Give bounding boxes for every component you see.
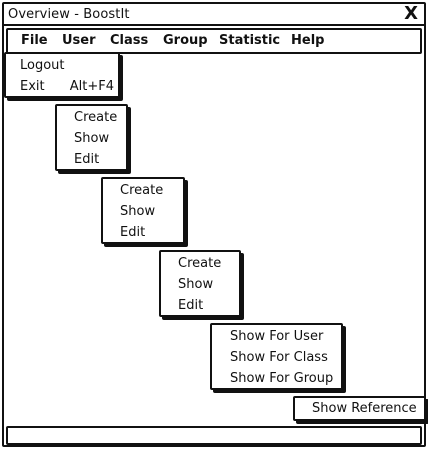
menu-user[interactable]: User — [62, 33, 96, 48]
group-show-label: Show — [178, 277, 214, 292]
close-icon[interactable]: X — [404, 3, 418, 24]
menu-bar: File User Class Group Statistic Help — [6, 28, 422, 54]
class-edit-item[interactable]: Edit — [103, 222, 183, 243]
class-create-label: Create — [120, 183, 164, 198]
file-exit-item[interactable]: Exit Alt+F4 — [6, 76, 118, 97]
class-edit-label: Edit — [120, 225, 146, 240]
file-exit-label: Exit — [20, 79, 45, 94]
class-create-item[interactable]: Create — [103, 180, 183, 201]
user-menu-dropdown: Create Show Edit — [55, 104, 128, 171]
status-bar — [6, 426, 422, 445]
file-logout-item[interactable]: Logout — [6, 55, 118, 76]
help-reference-label: Show Reference — [312, 401, 417, 416]
class-show-item[interactable]: Show — [103, 201, 183, 222]
menu-statistic[interactable]: Statistic — [219, 33, 281, 48]
group-create-item[interactable]: Create — [161, 253, 239, 274]
group-edit-label: Edit — [178, 298, 204, 313]
group-create-label: Create — [178, 256, 222, 271]
file-logout-label: Logout — [20, 58, 65, 73]
user-create-label: Create — [74, 110, 118, 125]
user-show-label: Show — [74, 131, 110, 146]
title-bar: Overview - BoostIt X — [4, 3, 424, 26]
group-menu-dropdown: Create Show Edit — [159, 250, 241, 317]
statistic-class-item[interactable]: Show For Class — [212, 347, 341, 368]
statistic-group-label: Show For Group — [230, 371, 334, 386]
statistic-user-label: Show For User — [230, 329, 324, 344]
group-edit-item[interactable]: Edit — [161, 295, 239, 316]
user-edit-label: Edit — [74, 152, 100, 167]
class-show-label: Show — [120, 204, 156, 219]
user-edit-item[interactable]: Edit — [57, 149, 126, 170]
menu-help[interactable]: Help — [291, 33, 325, 48]
help-reference-item[interactable]: Show Reference — [295, 398, 424, 419]
menu-file[interactable]: File — [21, 33, 48, 48]
user-show-item[interactable]: Show — [57, 128, 126, 149]
statistic-menu-dropdown: Show For User Show For Class Show For Gr… — [210, 323, 343, 390]
file-exit-shortcut: Alt+F4 — [69, 79, 114, 94]
menu-class[interactable]: Class — [110, 33, 149, 48]
group-show-item[interactable]: Show — [161, 274, 239, 295]
help-menu-dropdown: Show Reference — [293, 396, 426, 421]
statistic-class-label: Show For Class — [230, 350, 328, 365]
file-menu-dropdown: Logout Exit Alt+F4 — [4, 52, 120, 98]
menu-group[interactable]: Group — [163, 33, 208, 48]
window-title: Overview - BoostIt — [8, 7, 130, 22]
statistic-group-item[interactable]: Show For Group — [212, 368, 341, 389]
statistic-user-item[interactable]: Show For User — [212, 326, 341, 347]
user-create-item[interactable]: Create — [57, 107, 126, 128]
class-menu-dropdown: Create Show Edit — [101, 177, 185, 244]
